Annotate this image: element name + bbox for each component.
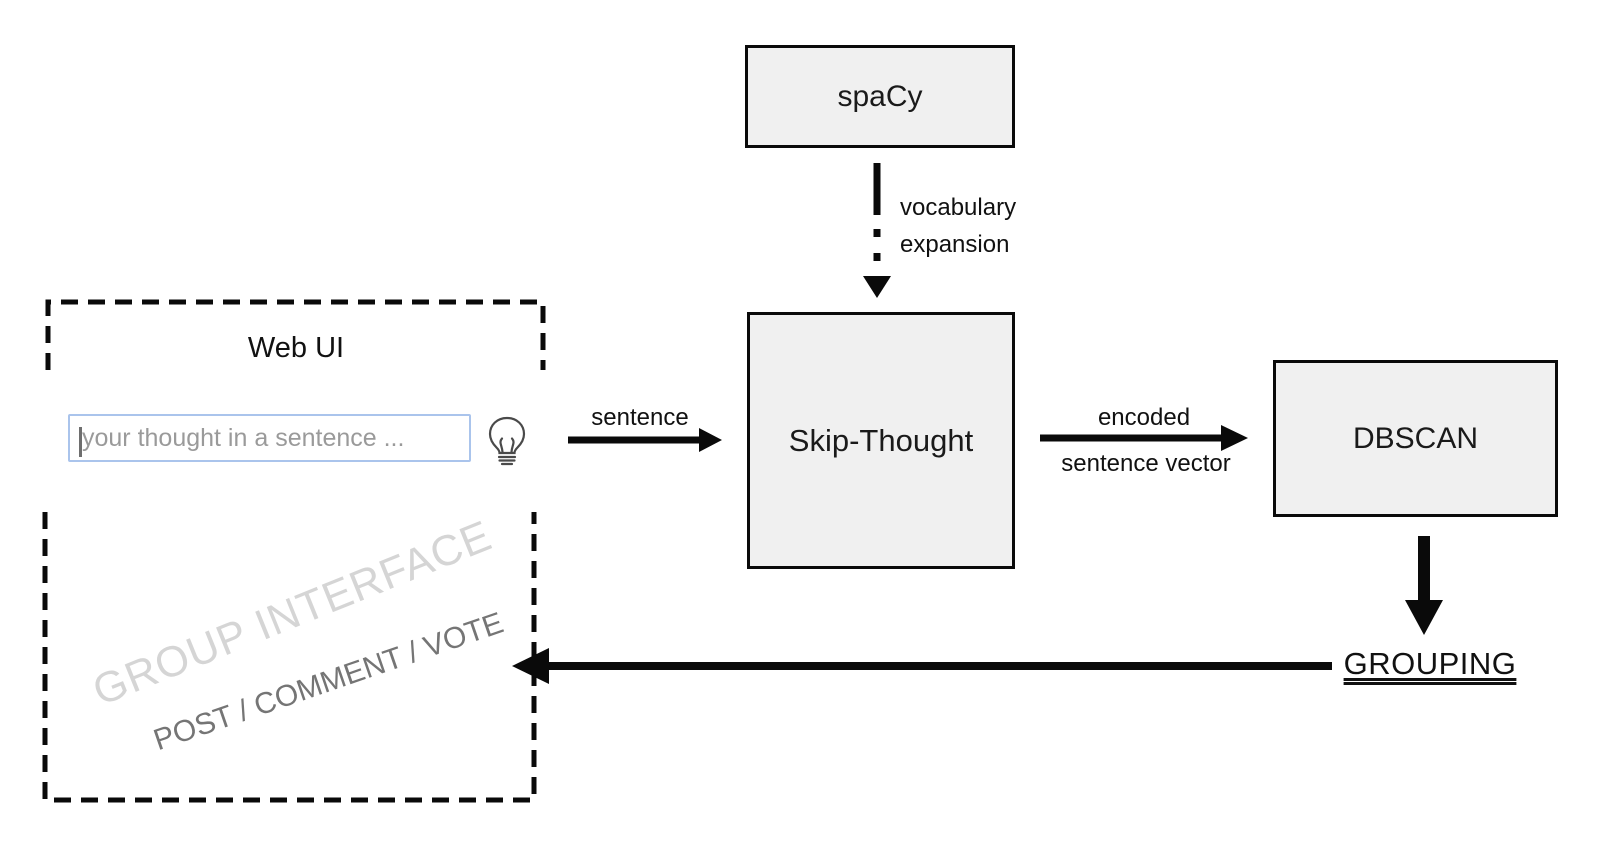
grouping-label-text: GROUPING — [1343, 646, 1517, 681]
node-dbscan: DBSCAN — [1273, 360, 1558, 517]
dbscan-grouping-arrow — [1405, 536, 1443, 635]
lightbulb-icon[interactable] — [486, 415, 528, 469]
vocab-expansion-arrow — [863, 163, 891, 298]
sentence-input[interactable] — [68, 414, 471, 462]
vocab-expansion-label: vocabulary expansion — [900, 189, 1016, 263]
sentence-vector-label: sentence vector — [1061, 450, 1231, 477]
encoded-label: encoded — [1097, 404, 1191, 431]
grouping-feedback-arrow — [512, 648, 1332, 684]
vocab-expansion-label-line2: expansion — [900, 231, 1010, 258]
sentence-label: sentence — [591, 404, 689, 431]
grouping-label: GROUPING — [1330, 645, 1530, 684]
vocab-expansion-label-line1: vocabulary — [900, 194, 1017, 221]
node-skip-thought: Skip-Thought — [747, 312, 1015, 569]
text-caret — [79, 427, 82, 457]
web-ui-title: Web UI — [247, 332, 345, 364]
node-spacy: spaCy — [745, 45, 1015, 148]
